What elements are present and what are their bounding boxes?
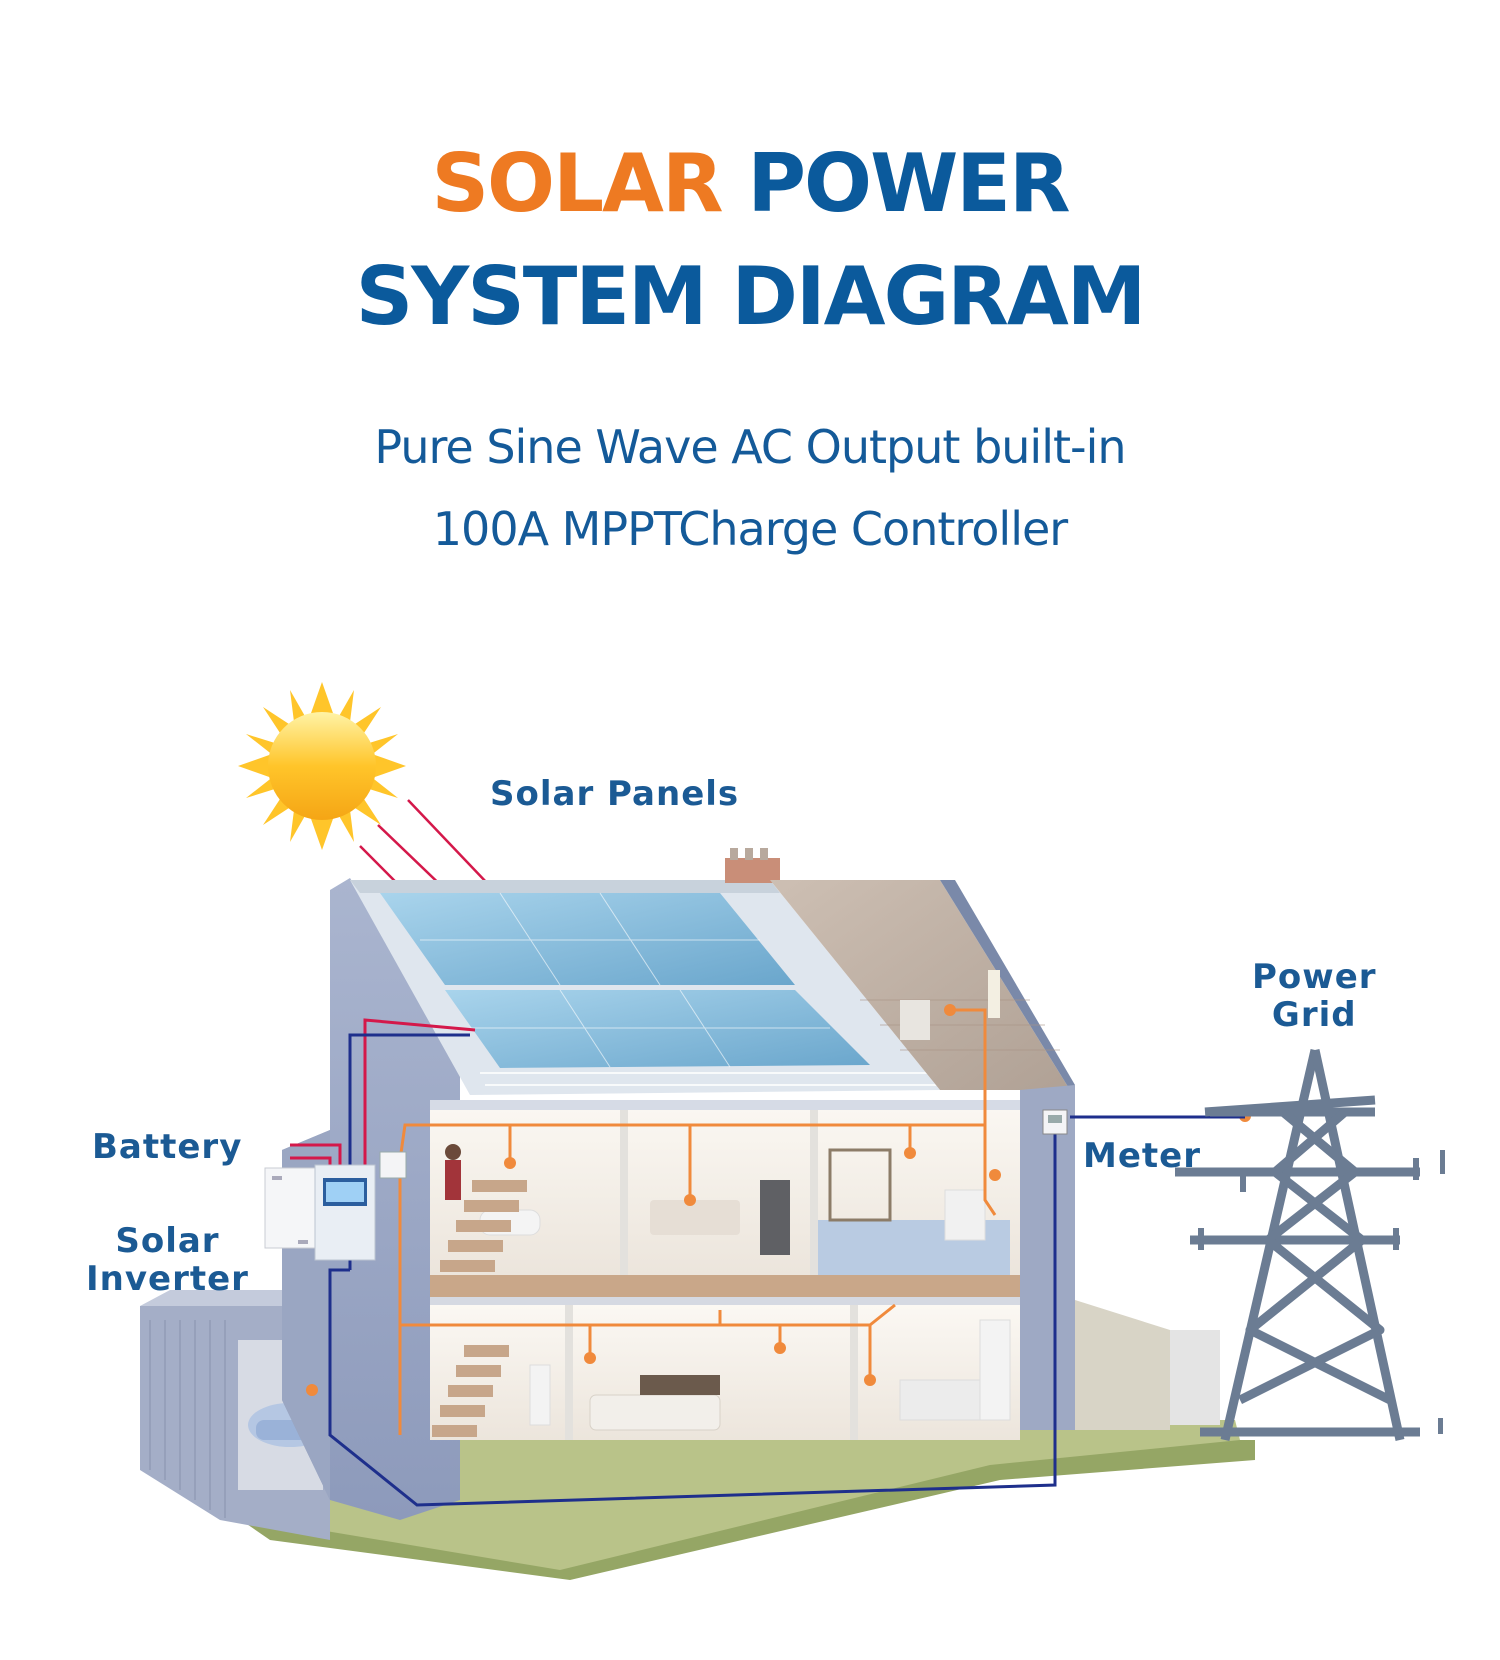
ac-wiring [398,1008,997,1435]
title-line-1: SOLAR POWER [0,144,1500,224]
label-power-grid-line1: Power [1252,957,1377,997]
label-solar-inverter: Solar Inverter [86,1222,249,1298]
label-solar-inverter-line2: Inverter [86,1259,249,1299]
solar-panel-array-lower [445,990,870,1068]
subtitle-line-1: Pure Sine Wave AC Output built-in [374,420,1126,474]
sun-icon [238,682,406,850]
label-power-grid: Power Grid [1252,958,1377,1034]
label-meter: Meter [1083,1136,1201,1176]
transmission-tower-icon [1175,1048,1420,1442]
subtitle-line-2: 100A MPPTCharge Controller [432,502,1068,556]
title-word-power: POWER [747,137,1070,230]
title-word-solar: SOLAR [431,137,723,230]
chimney [725,858,780,883]
title-line-2: SYSTEM DIAGRAM [355,250,1147,343]
inverter-icon [314,1164,376,1261]
label-solar-panels: Solar Panels [490,774,740,814]
label-power-grid-line2: Grid [1271,995,1357,1035]
label-solar-inverter-line1: Solar [115,1221,220,1261]
meter-icon [1042,1109,1068,1135]
battery-icon [264,1167,316,1249]
label-battery: Battery [92,1127,243,1167]
solar-panel-array [380,893,795,985]
house-illustration [282,848,1220,1520]
tower-insulators [1198,1150,1445,1434]
control-box [379,1151,407,1179]
